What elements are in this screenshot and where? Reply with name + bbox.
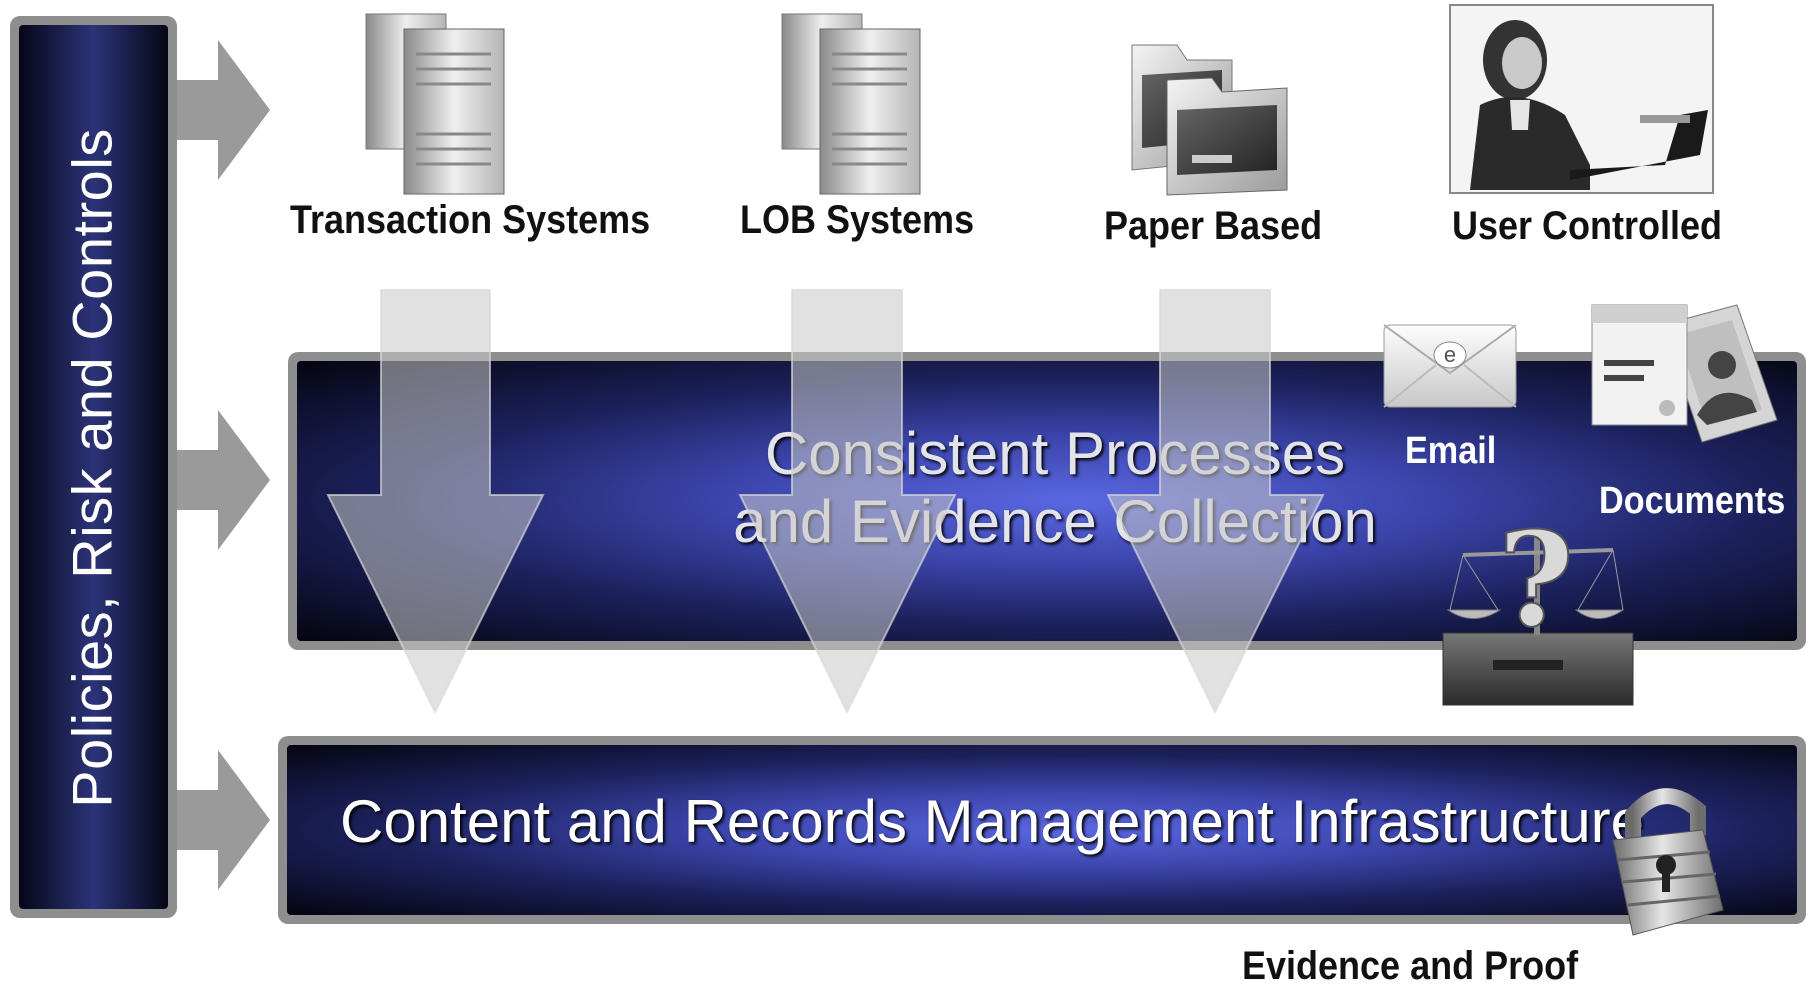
documents-icon [1591, 304, 1778, 443]
scales-of-justice-icon: ? [1442, 502, 1634, 706]
folders-icon [1131, 44, 1288, 196]
email-icon: e [1383, 324, 1517, 408]
documents-label: Documents [1599, 480, 1786, 522]
right-arrow-middle [177, 410, 270, 550]
infrastructure-band-title: Content and Records Management Infrastru… [340, 788, 1645, 855]
source-label-lob-systems: LOB Systems [740, 198, 975, 242]
right-arrow-top [177, 40, 270, 180]
server-icon [781, 13, 921, 195]
svg-text:?: ? [1498, 503, 1574, 656]
right-arrow-bottom [177, 750, 270, 890]
infrastructure-band [278, 736, 1806, 924]
source-label-transaction-systems: Transaction Systems [290, 198, 651, 242]
evidence-caption: Evidence and Proof [1242, 944, 1579, 988]
down-arrow-lob [738, 289, 957, 715]
source-label-user-controlled: User Controlled [1452, 204, 1723, 248]
server-icon [365, 13, 505, 195]
svg-text:e: e [1444, 342, 1456, 367]
policy-bar [10, 16, 177, 918]
user-at-laptop-photo [1449, 4, 1714, 194]
source-label-paper-based: Paper Based [1104, 204, 1323, 248]
padlock-icon [1612, 788, 1724, 936]
email-label: Email [1405, 430, 1497, 472]
down-arrow-paper [1106, 289, 1325, 715]
down-arrow-transaction [326, 289, 545, 715]
process-band [288, 352, 1806, 650]
